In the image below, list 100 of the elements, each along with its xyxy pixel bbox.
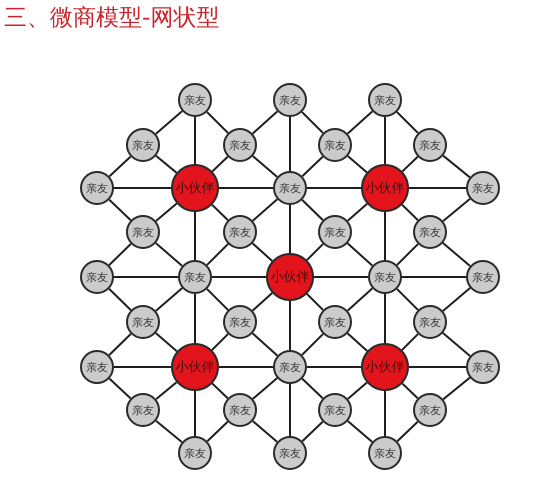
connector-line: [289, 205, 291, 253]
connector-line: [396, 288, 419, 311]
friend-circle: 亲友: [80, 260, 114, 294]
friend-circle: 亲友: [368, 83, 402, 117]
connector-line: [384, 294, 386, 343]
friend-circle: 亲友: [318, 128, 352, 162]
friend-circle: 亲友: [318, 393, 352, 427]
friend-circle: 亲友: [413, 393, 447, 427]
connector-line: [252, 155, 278, 178]
friend-circle: 亲友: [273, 436, 307, 470]
connector-line: [347, 203, 368, 222]
connector-line: [346, 332, 368, 352]
friend-circle: 亲友: [273, 171, 307, 205]
connector-line: [384, 117, 386, 164]
connector-line: [252, 292, 273, 312]
connector-line: [346, 288, 374, 312]
partner-circle: 小伙伴: [361, 343, 409, 391]
connector-line: [384, 212, 386, 260]
connector-line: [194, 391, 196, 436]
connector-line: [155, 287, 183, 312]
connector-line: [252, 420, 278, 443]
connector-line: [346, 110, 374, 134]
friend-circle: 亲友: [413, 305, 447, 339]
friend-circle: 亲友: [413, 128, 447, 162]
connector-line: [307, 366, 361, 368]
connector-line: [402, 382, 418, 399]
connector-line: [114, 276, 178, 278]
connector-line: [212, 156, 228, 172]
connector-line: [289, 384, 291, 436]
connector-line: [219, 366, 273, 368]
connector-line: [206, 243, 229, 266]
connector-line: [442, 242, 471, 267]
friend-circle: 亲友: [178, 436, 212, 470]
connector-line: [155, 202, 178, 222]
connector-line: [155, 155, 178, 174]
connector-line: [301, 333, 324, 356]
connector-line: [206, 288, 229, 311]
friend-circle: 亲友: [466, 260, 500, 294]
connector-line: [347, 155, 368, 174]
partner-circle: 小伙伴: [171, 164, 219, 212]
friend-circle: 亲友: [466, 350, 500, 384]
connector-line: [289, 301, 291, 350]
connector-line: [155, 242, 183, 267]
friend-circle: 亲友: [273, 350, 307, 384]
connector-line: [302, 421, 324, 442]
connector-line: [302, 156, 324, 177]
connector-line: [108, 333, 132, 356]
connector-line: [194, 212, 196, 260]
connector-line: [108, 243, 132, 266]
connector-line: [314, 276, 368, 278]
friend-circle: 亲友: [223, 215, 257, 249]
friend-circle: 亲友: [126, 305, 160, 339]
connector-line: [108, 199, 132, 221]
connector-line: [212, 276, 266, 278]
connector-line: [384, 391, 386, 436]
friend-circle: 亲友: [223, 305, 257, 339]
connector-line: [442, 154, 470, 178]
connector-line: [401, 333, 419, 351]
connector-line: [346, 242, 374, 266]
friend-circle: 亲友: [368, 436, 402, 470]
friend-circle: 亲友: [80, 350, 114, 384]
connector-line: [401, 204, 419, 221]
connector-line: [211, 204, 229, 221]
connector-line: [442, 332, 471, 357]
connector-line: [402, 156, 418, 172]
connector-line: [289, 117, 291, 171]
partner-circle: 小伙伴: [361, 164, 409, 212]
connector-line: [409, 366, 466, 368]
connector-line: [306, 293, 324, 311]
connector-line: [108, 156, 132, 178]
connector-line: [114, 187, 171, 189]
friend-circle: 亲友: [223, 128, 257, 162]
connector-line: [155, 382, 178, 400]
connector-line: [301, 111, 324, 134]
friend-circle: 亲友: [126, 393, 160, 427]
connector-line: [307, 187, 361, 189]
connector-line: [442, 287, 471, 312]
connector-line: [301, 199, 324, 221]
friend-circle: 亲友: [318, 215, 352, 249]
partner-circle: 小伙伴: [171, 343, 219, 391]
connector-line: [252, 110, 278, 134]
connector-line: [219, 187, 273, 189]
connector-line: [212, 382, 228, 399]
connector-line: [252, 332, 278, 356]
friend-circle: 亲友: [178, 83, 212, 117]
connector-line: [211, 333, 229, 351]
connector-line: [347, 420, 373, 443]
connector-line: [114, 366, 171, 368]
connector-line: [155, 332, 178, 352]
partner-circle: 小伙伴: [266, 253, 314, 301]
connector-line: [155, 110, 183, 135]
connector-line: [396, 111, 419, 134]
connector-line: [442, 376, 470, 400]
title: 三、微商模型-网状型: [4, 4, 220, 33]
friend-circle: 亲友: [318, 305, 352, 339]
connector-line: [252, 198, 278, 222]
friend-circle: 亲友: [273, 83, 307, 117]
connector-line: [396, 421, 418, 442]
connector-line: [442, 198, 471, 222]
friend-circle: 亲友: [126, 215, 160, 249]
